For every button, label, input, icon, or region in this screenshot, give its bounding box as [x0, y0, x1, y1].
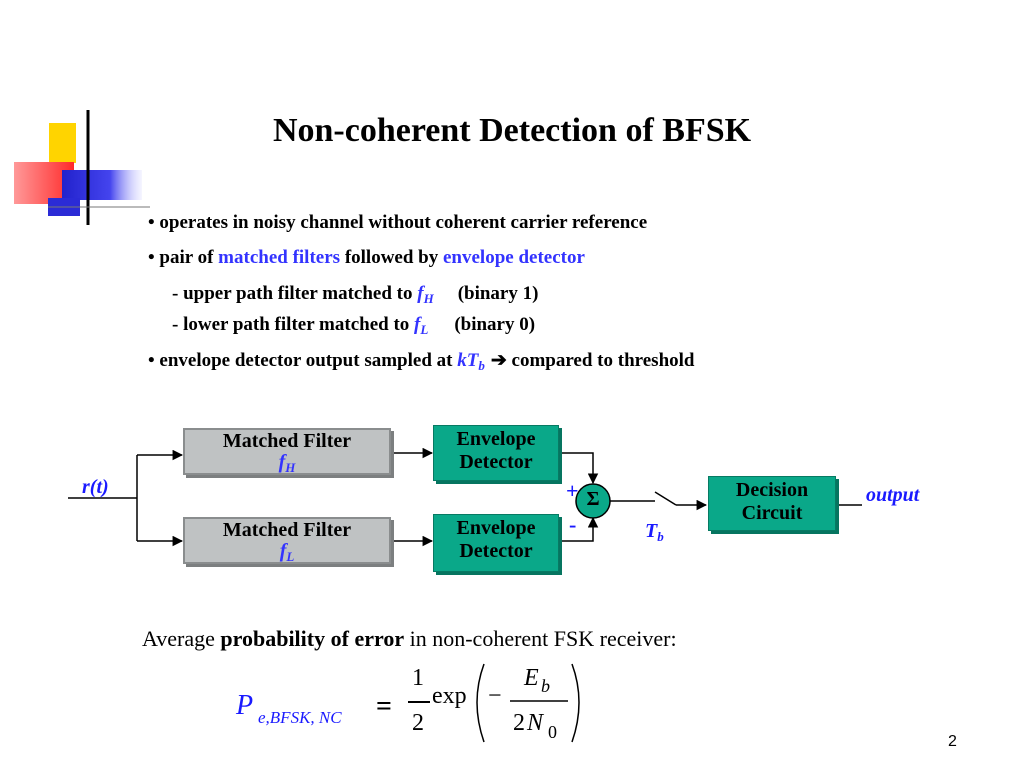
page-number: 2 [948, 733, 957, 750]
sampler-sub: b [657, 529, 664, 544]
mf-lower-f: f [279, 540, 287, 562]
decision-line2: Circuit [741, 502, 803, 524]
bullet-1: • operates in noisy channel without cohe… [148, 212, 648, 233]
sub-bullet-upper-binary: (binary 1) [457, 283, 539, 304]
slide-title: Non-coherent Detection of BFSK [272, 112, 752, 149]
ed-upper-line2: Detector [459, 451, 533, 473]
output-label: output [866, 484, 920, 506]
sub-bullet-lower-binary: (binary 0) [454, 314, 536, 335]
caption-b: probability of error [220, 626, 405, 651]
input-label: r(t) [82, 476, 109, 498]
formula-den-two: 2 [513, 710, 525, 736]
bullet-2-text-c: followed by [340, 247, 443, 268]
formula-parens [476, 663, 580, 743]
formula-n0: N [527, 710, 544, 736]
probability-caption: Average probability of error in non-cohe… [142, 626, 677, 652]
sub-bullet-upper-sub: H [423, 291, 434, 306]
minus-sign: - [569, 512, 577, 537]
formula-p-sub: e,BFSK, NC [258, 708, 342, 727]
matched-filter-upper: Matched Filter fH [183, 428, 391, 475]
summer-circle [575, 483, 611, 519]
envelope-detector-lower: Envelope Detector [433, 514, 559, 572]
bullet-2-envelope-detector: envelope detector [443, 247, 585, 268]
sub-bullet-upper: - upper path filter matched to fH (binary… [172, 284, 538, 305]
matched-filter-lower: Matched Filter fL [183, 517, 391, 564]
decision-line1: Decision [735, 479, 809, 501]
mf-upper-f: f [278, 451, 286, 473]
sub-bullet-lower-text: - lower path filter matched to [172, 314, 415, 335]
mf-upper-sub: H [285, 460, 296, 475]
sub-bullet-lower-f: f [414, 314, 421, 335]
mf-lower-sub: L [286, 549, 295, 564]
formula-minus: − [488, 683, 502, 709]
ed-lower-line2: Detector [459, 540, 533, 562]
sub-bullet-lower: - lower path filter matched to fL (binary… [172, 315, 535, 336]
bullet-2: • pair of matched filters followed by en… [148, 248, 585, 267]
caption-c: in non-coherent FSK receiver: [404, 626, 677, 651]
bullet-3: • envelope detector output sampled at kT… [148, 351, 694, 372]
formula-n0-sub: 0 [548, 722, 557, 742]
envelope-detector-upper: Envelope Detector [433, 425, 559, 481]
bullet-3-kt: kT [457, 350, 479, 371]
sampler-t: T [645, 520, 658, 542]
formula-p: P [236, 690, 254, 721]
summer-symbol: Σ [586, 488, 600, 510]
arrow-icon: ➔ [490, 350, 507, 371]
bullet-3-sub: b [478, 358, 485, 373]
ed-lower-line1: Envelope [456, 517, 536, 539]
sub-bullet-upper-f: f [417, 283, 424, 304]
bullet-3-text-a: • envelope detector output sampled at [148, 350, 458, 371]
mf-lower-label: Matched Filter [222, 519, 352, 541]
mf-upper-label: Matched Filter [222, 430, 352, 452]
ed-upper-line1: Envelope [456, 428, 536, 450]
bullet-2-text-a: • pair of [148, 247, 219, 268]
plus-sign: + [566, 478, 579, 503]
bullet-3-text-c: compared to threshold [506, 350, 695, 371]
formula-half-bar [408, 701, 430, 703]
formula-eb-sub: b [541, 676, 550, 696]
formula-half-den: 2 [412, 710, 424, 736]
wire-upper-to-sum [561, 452, 599, 485]
formula-eb: E [524, 665, 539, 691]
sampler-label: Tb [645, 520, 664, 545]
sub-bullet-lower-sub: L [420, 322, 429, 337]
decision-circuit: Decision Circuit [708, 476, 836, 531]
bullet-2-matched-filters: matched filters [218, 247, 341, 268]
wire-lower-to-sum [561, 516, 599, 542]
sub-bullet-upper-text: - upper path filter matched to [172, 283, 418, 304]
formula-half-num: 1 [412, 665, 424, 691]
formula-exp: exp [432, 683, 467, 709]
sampler-switch [654, 491, 677, 506]
caption-a: Average [142, 626, 221, 651]
formula-equals: = [376, 691, 392, 722]
